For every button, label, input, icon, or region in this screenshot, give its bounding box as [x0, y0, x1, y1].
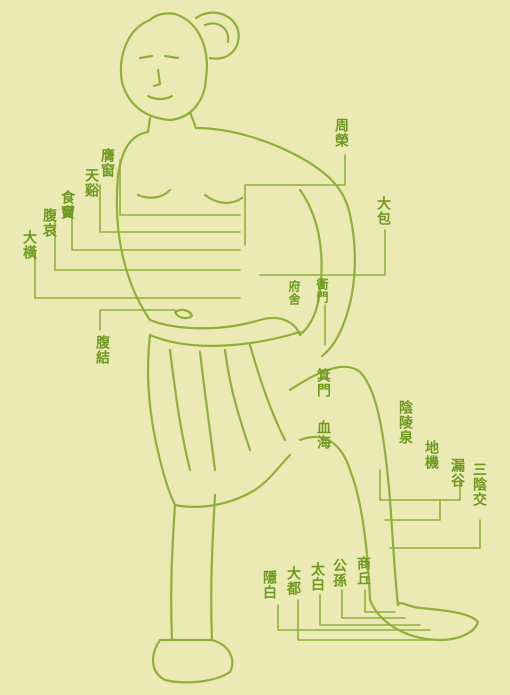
skirt-folds [170, 345, 285, 470]
label-da-bao: 大包 [376, 196, 390, 226]
face-features [140, 56, 178, 99]
label-lou-gu: 漏谷 [450, 458, 464, 488]
label-tian-chi: 天谿 [84, 168, 98, 198]
label-chong-men: 衝門 [316, 278, 328, 304]
foot-right [370, 600, 478, 640]
label-zhou-rong: 周榮 [334, 118, 348, 148]
label-shi-dou: 食竇 [60, 190, 74, 220]
leg-left [171, 495, 215, 640]
label-tai-bai: 太白 [310, 562, 324, 592]
label-fu-she: 府舍 [288, 280, 300, 306]
label-fu-jie: 腹結 [95, 335, 109, 365]
label-shang-qiu: 商丘 [356, 556, 370, 586]
label-fu-ai: 腹哀 [42, 208, 56, 238]
waistband [150, 332, 300, 346]
label-da-du: 大都 [286, 566, 300, 596]
skirt-hem [175, 455, 290, 507]
hair-bun [196, 13, 239, 59]
label-ji-men: 箕門 [316, 368, 330, 398]
chest-lines [138, 190, 242, 203]
arm-right [300, 190, 355, 356]
belly [150, 318, 300, 335]
label-gong-sun: 公孫 [332, 558, 346, 588]
label-yin-bai: 隱白 [262, 570, 276, 600]
navel [175, 310, 192, 318]
label-di-ji: 地機 [424, 440, 438, 470]
shoe-left [153, 640, 232, 682]
label-xue-hai: 血海 [316, 420, 330, 450]
label-yin-ling-quan: 陰陵泉 [398, 400, 412, 445]
head-outline [121, 13, 207, 120]
leader-lines [35, 155, 480, 640]
label-da-heng: 大橫 [22, 230, 36, 260]
neck [148, 112, 196, 132]
label-san-yin-jiao: 三陰交 [472, 462, 486, 507]
label-ying-chuang: 膺窗 [100, 148, 114, 178]
